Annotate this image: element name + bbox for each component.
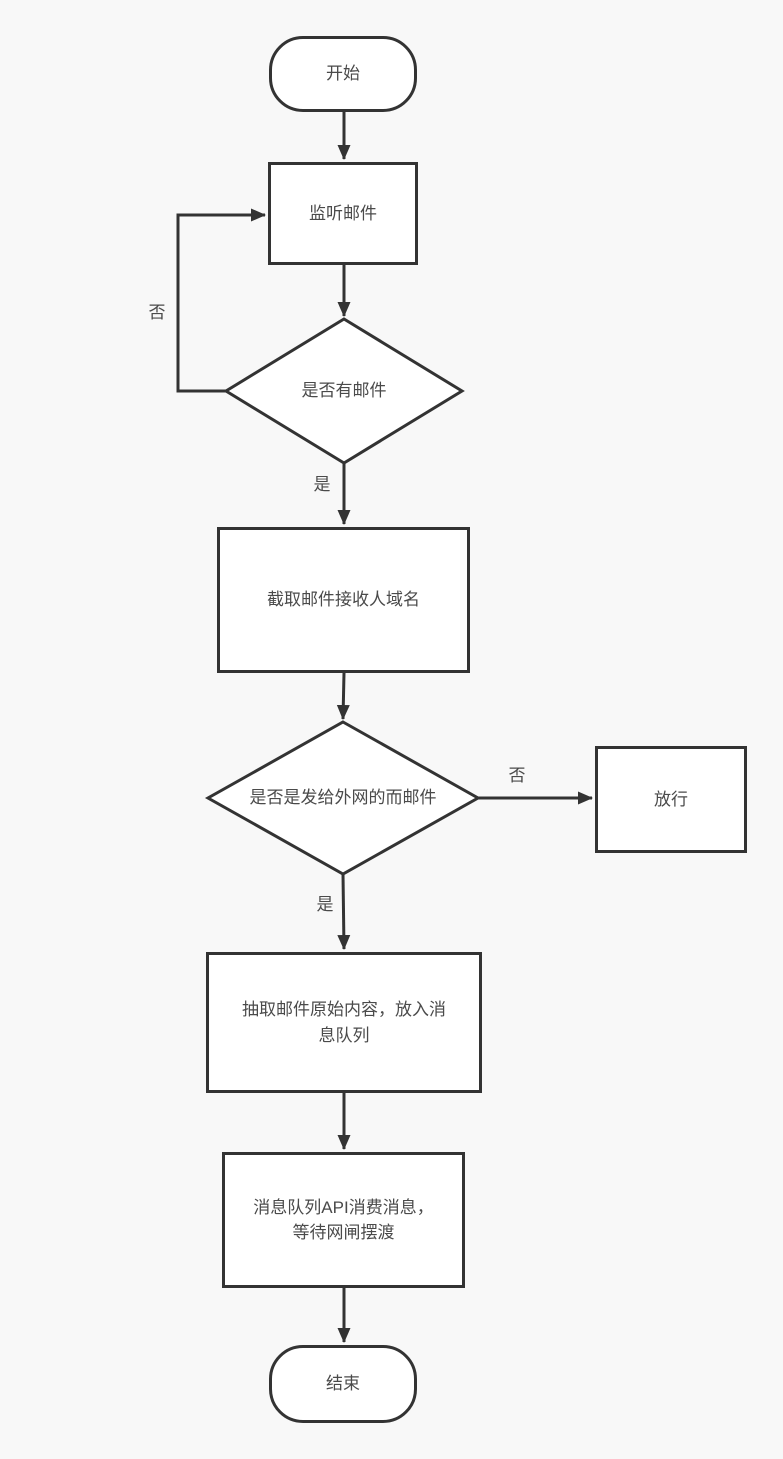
edge-has-mail-no-loop xyxy=(176,208,266,393)
decision-has-mail-shape xyxy=(223,317,465,465)
edge-is-external-yes-to-enqueue xyxy=(337,873,351,950)
edge-extract-to-is-external xyxy=(336,672,350,720)
node-enqueue-message: 抽取邮件原始内容，放入消 息队列 xyxy=(206,952,482,1093)
edge-label-is-external-yes: 是 xyxy=(316,895,334,914)
decision-has-mail-label: 是否有邮件 xyxy=(301,381,387,400)
node-start: 开始 xyxy=(269,36,417,112)
decision-is-external-shape xyxy=(204,720,482,876)
node-end: 结束 xyxy=(269,1345,417,1423)
edge-label-has-mail-no: 否 xyxy=(148,303,166,322)
node-release: 放行 xyxy=(595,746,747,853)
node-extract-recipient-domain: 截取邮件接收人域名 xyxy=(217,527,470,673)
edge-label-has-mail-yes: 是 xyxy=(313,475,331,494)
edge-label-is-external-no: 否 xyxy=(508,766,526,785)
decision-is-external-label: 是否是发给外网的而邮件 xyxy=(249,788,437,807)
node-listen-mail: 监听邮件 xyxy=(268,162,418,265)
node-consume-message: 消息队列API消费消息， 等待网闸摆渡 xyxy=(222,1152,465,1288)
